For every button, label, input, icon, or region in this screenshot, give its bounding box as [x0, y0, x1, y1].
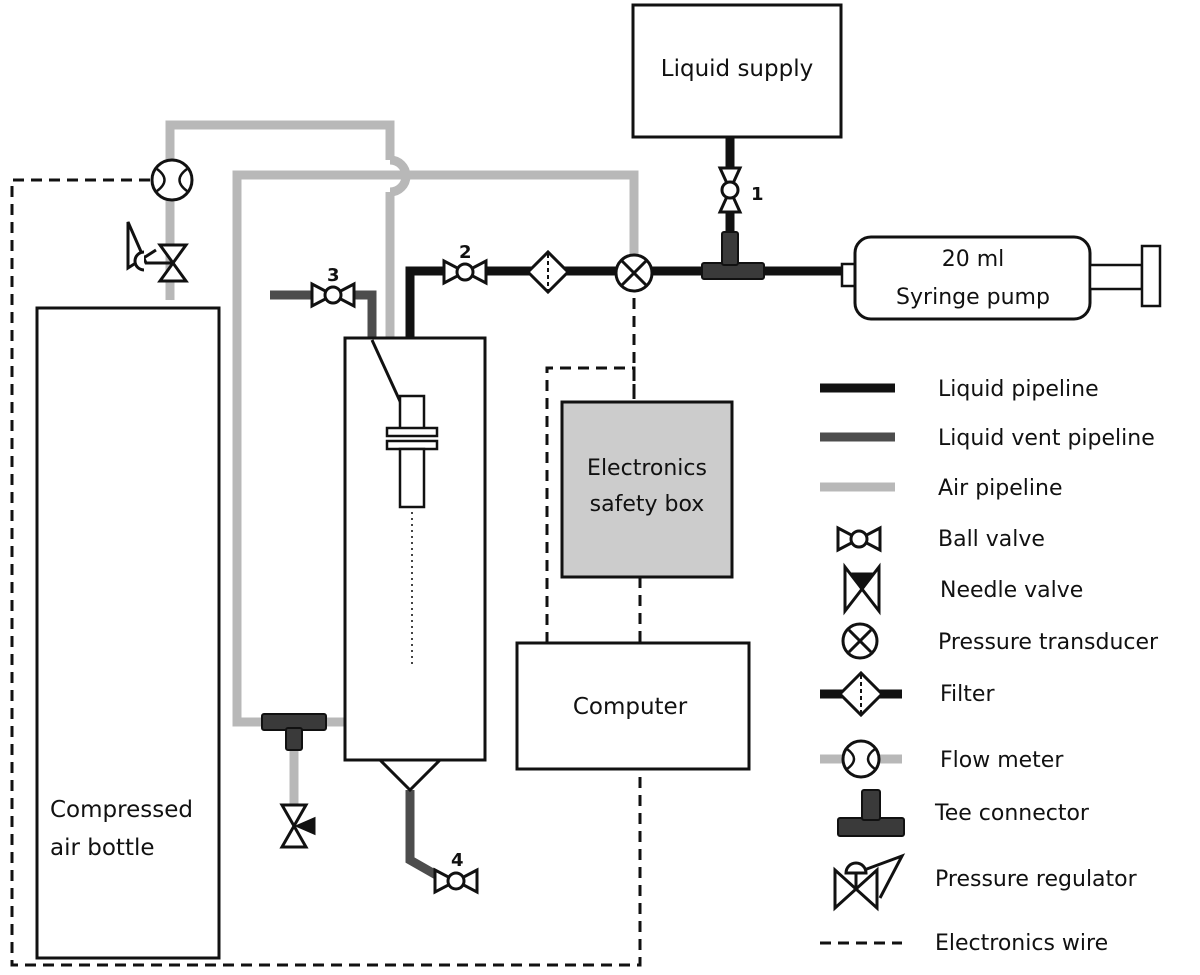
- needle-valve-icon: [843, 562, 881, 616]
- legend-needle-valve: Needle valve: [843, 562, 1083, 616]
- legend-pressure-regulator: Pressure regulator: [833, 853, 1138, 912]
- legend-liquid-vent-pipeline: Liquid vent pipeline: [820, 426, 1155, 451]
- legend-label: Pressure regulator: [935, 867, 1138, 892]
- ball-valve-4: 4: [433, 850, 479, 895]
- tee-connector-liquid: [701, 231, 765, 280]
- syringe-size-label: 20 ml: [942, 247, 1005, 272]
- liquid-supply-label: Liquid supply: [661, 56, 813, 82]
- legend-tee-connector: Tee connector: [837, 789, 1090, 837]
- syringe-pump: 20 ml Syringe pump: [840, 235, 1162, 321]
- flow-meter-icon: [820, 739, 902, 779]
- computer-box: Computer: [515, 641, 751, 771]
- syringe-pump-label: Syringe pump: [896, 285, 1050, 310]
- nozzle-body: [398, 447, 426, 509]
- spray-chamber: [343, 336, 487, 793]
- wire-flowmeter-loop: [10, 178, 642, 967]
- filter: [525, 249, 571, 295]
- legend-air-pipeline: Air pipeline: [820, 476, 1062, 501]
- bottle-label-line2: air bottle: [50, 835, 155, 861]
- ball-valve-3: 3: [310, 265, 356, 309]
- valve-number-1: 1: [751, 184, 764, 205]
- legend-label: Liquid vent pipeline: [938, 426, 1155, 451]
- legend-electronics-wire: Electronics wire: [820, 931, 1108, 956]
- pressure-regulator: [126, 221, 189, 283]
- tee-connector-air: [261, 713, 327, 751]
- liquid-supply-box: Liquid supply: [631, 3, 843, 139]
- legend-label: Ball valve: [938, 527, 1045, 552]
- needle-valve-bleed: [279, 803, 316, 849]
- legend: Liquid pipeline Liquid vent pipeline Air…: [820, 377, 1159, 956]
- legend-label: Pressure transducer: [938, 630, 1159, 655]
- pressure-transducer: [614, 253, 654, 293]
- wire-esb-outline: [545, 366, 636, 643]
- legend-label: Liquid pipeline: [938, 377, 1099, 402]
- electronics-safety-box: Electronics safety box: [560, 400, 734, 579]
- vent-line-drain: [405, 790, 448, 884]
- computer-label: Computer: [573, 694, 688, 720]
- flow-meter: [150, 158, 194, 202]
- legend-flow-meter: Flow meter: [820, 739, 1064, 779]
- air-line-regulator-to-hopper: [165, 120, 395, 300]
- legend-liquid-pipeline: Liquid pipeline: [820, 377, 1099, 402]
- legend-label: Tee connector: [934, 801, 1090, 826]
- ball-valve-2: 2: [442, 242, 488, 286]
- pressure-transducer-icon: [841, 622, 879, 660]
- legend-filter: Filter: [820, 670, 995, 718]
- valve-number-4: 4: [451, 850, 464, 871]
- legend-label: Filter: [940, 682, 995, 707]
- bottle-label-line1: Compressed: [50, 797, 193, 823]
- esb-label-line1: Electronics: [587, 456, 707, 481]
- legend-label: Needle valve: [940, 578, 1083, 603]
- legend-ball-valve: Ball valve: [836, 525, 1045, 553]
- valve-number-3: 3: [327, 265, 340, 286]
- tee-connector-icon: [837, 789, 905, 837]
- legend-label: Electronics wire: [935, 931, 1108, 956]
- ball-valve-1: 1: [717, 166, 764, 214]
- legend-pressure-transducer: Pressure transducer: [841, 622, 1159, 660]
- pressure-regulator-icon: [833, 853, 906, 912]
- valve-number-2: 2: [459, 242, 472, 263]
- legend-label: Air pipeline: [938, 476, 1062, 501]
- vent-line-valve3: [270, 290, 377, 340]
- electronics-wires: [10, 178, 642, 967]
- compressed-air-bottle: Compressed air bottle: [35, 306, 221, 960]
- filter-icon: [820, 670, 902, 718]
- esb-label-line2: safety box: [590, 492, 705, 517]
- legend-label: Flow meter: [940, 748, 1064, 773]
- ball-valve-icon: [836, 525, 882, 553]
- nozzle-top: [398, 394, 426, 432]
